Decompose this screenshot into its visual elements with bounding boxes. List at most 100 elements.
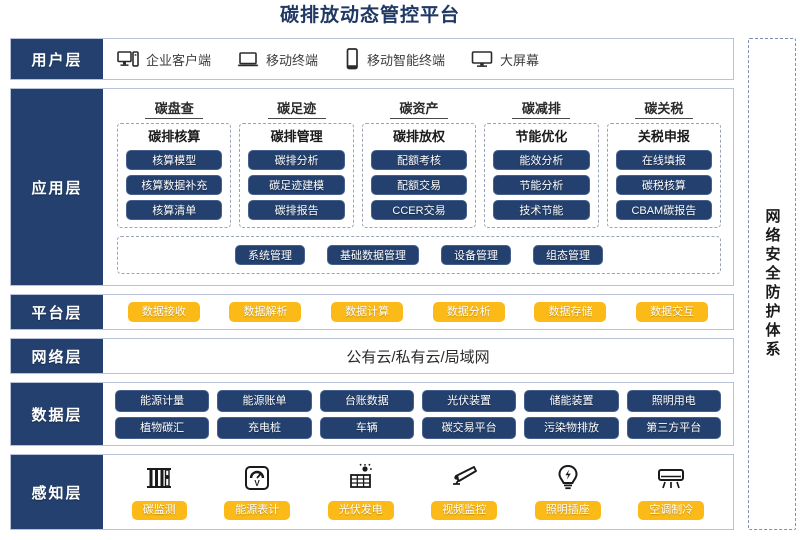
desktop-pc-icon <box>117 50 139 68</box>
user-item-mobile-terminal[interactable]: 移动终端 <box>237 50 318 69</box>
platform-pill-data-interaction[interactable]: 数据交互 <box>636 302 709 322</box>
data-pill-energy-bill[interactable]: 能源账单 <box>217 389 312 412</box>
group-subtitle: 节能优化 <box>515 129 568 144</box>
sensing-items: 碳监测 V 能源表计 <box>103 458 733 526</box>
layer-data: 数据层 能源计量 能源账单 台账数据 光伏装置 储能装置 照明用电 植物碳汇 充… <box>10 382 734 446</box>
data-row: 能源计量 能源账单 台账数据 光伏装置 储能装置 照明用电 <box>115 389 721 412</box>
data-pill-pv-device[interactable]: 光伏装置 <box>421 389 517 412</box>
group-box: 关税申报 在线填报 碳税核算 CBAM碳报告 <box>606 123 722 228</box>
sensing-label: 空调制冷 <box>638 501 705 520</box>
svg-text:V: V <box>255 479 261 488</box>
layer-body-application: 碳盘查 碳排核算 核算模型 核算数据补充 核算清单 碳足迹 碳排管理 碳排分析 <box>103 89 733 285</box>
app-pill[interactable]: 碳排分析 <box>248 150 345 170</box>
app-pill[interactable]: 核算数据补充 <box>126 175 223 195</box>
user-item-label: 大屏幕 <box>500 52 540 68</box>
group-box: 碳排放权 配额考核 配额交易 CCER交易 <box>361 123 477 228</box>
layer-platform: 平台层 数据接收 数据解析 数据计算 数据分析 数据存储 数据交互 <box>10 294 734 330</box>
layer-label-data: 数据层 <box>11 383 103 445</box>
platform-pill-data-storage[interactable]: 数据存储 <box>534 302 607 322</box>
data-row: 植物碳汇 充电桩 车辆 碳交易平台 污染物排放 第三方平台 <box>115 416 721 439</box>
application-content: 碳盘查 碳排核算 核算模型 核算数据补充 核算清单 碳足迹 碳排管理 碳排分析 <box>103 94 733 280</box>
group-title: 碳足迹 <box>267 100 326 119</box>
data-rows: 能源计量 能源账单 台账数据 光伏装置 储能装置 照明用电 植物碳汇 充电桩 车… <box>103 385 733 444</box>
layer-label-platform: 平台层 <box>11 295 103 329</box>
app-pill[interactable]: 碳排报告 <box>248 200 345 220</box>
group-title: 碳关税 <box>634 100 693 119</box>
platform-pill-data-parse[interactable]: 数据解析 <box>229 302 302 322</box>
layer-body-data: 能源计量 能源账单 台账数据 光伏装置 储能装置 照明用电 植物碳汇 充电桩 车… <box>103 383 733 445</box>
sensing-item-pv-generation[interactable]: 光伏发电 <box>327 462 394 520</box>
group-title: 碳盘查 <box>145 100 204 119</box>
data-pill-energy-metering[interactable]: 能源计量 <box>115 389 210 412</box>
common-pill-basic-data-management[interactable]: 基础数据管理 <box>327 245 419 265</box>
sensing-item-lighting-socket[interactable]: 照明插座 <box>534 462 601 520</box>
sensing-label: 碳监测 <box>131 501 187 520</box>
app-pill[interactable]: 节能分析 <box>493 175 590 195</box>
data-pill-third-party-platform[interactable]: 第三方平台 <box>626 416 721 439</box>
sensing-item-air-conditioning[interactable]: 空调制冷 <box>638 462 705 520</box>
layer-label-sensing: 感知层 <box>11 455 103 529</box>
group-box: 节能优化 能效分析 节能分析 技术节能 <box>484 123 599 228</box>
smartphone-icon <box>344 48 360 70</box>
platform-items: 数据接收 数据解析 数据计算 数据分析 数据存储 数据交互 <box>103 302 733 322</box>
platform-pill-data-analysis[interactable]: 数据分析 <box>432 302 505 322</box>
group-title: 碳减排 <box>512 100 571 119</box>
solar-panel-icon <box>346 462 376 494</box>
app-pill[interactable]: 碳足迹建模 <box>248 175 345 195</box>
user-item-smart-mobile-terminal[interactable]: 移动智能终端 <box>344 48 445 70</box>
user-item-enterprise-client[interactable]: 企业客户端 <box>117 50 211 69</box>
app-pill[interactable]: 技术节能 <box>493 200 590 220</box>
user-items: 企业客户端 移动终端 <box>103 48 733 70</box>
sensing-item-carbon-monitor[interactable]: 碳监测 <box>131 462 187 520</box>
data-pill-plant-carbon-sink[interactable]: 植物碳汇 <box>115 416 210 439</box>
application-common-services: 系统管理 基础数据管理 设备管理 组态管理 <box>117 236 721 274</box>
data-pill-carbon-trading-platform[interactable]: 碳交易平台 <box>421 416 517 439</box>
app-pill[interactable]: 碳税核算 <box>615 175 713 195</box>
data-pill-vehicle[interactable]: 车辆 <box>319 416 414 439</box>
layer-user: 用户层 企业客户端 <box>10 38 734 80</box>
sensing-label: 照明插座 <box>534 501 601 520</box>
common-pill-device-management[interactable]: 设备管理 <box>441 245 511 265</box>
data-pill-charging-pile[interactable]: 充电桩 <box>217 416 312 439</box>
layer-body-platform: 数据接收 数据解析 数据计算 数据分析 数据存储 数据交互 <box>103 295 733 329</box>
app-group-carbon-footprint: 碳足迹 碳排管理 碳排分析 碳足迹建模 碳排报告 <box>239 98 354 228</box>
layer-label-application: 应用层 <box>11 89 103 285</box>
large-screen-icon <box>471 50 493 68</box>
layer-application: 应用层 碳盘查 碳排核算 核算模型 核算数据补充 核算清单 碳足迹 <box>10 88 734 286</box>
app-pill[interactable]: 配额考核 <box>370 150 468 170</box>
layer-network: 网络层 公有云/私有云/局域网 <box>10 338 734 374</box>
app-pill[interactable]: 核算清单 <box>126 200 223 220</box>
network-text: 公有云/私有云/局域网 <box>346 348 490 366</box>
app-pill[interactable]: 核算模型 <box>126 150 223 170</box>
data-pill-lighting-power[interactable]: 照明用电 <box>626 389 721 412</box>
platform-pill-data-receive[interactable]: 数据接收 <box>127 302 200 322</box>
data-pill-storage-device[interactable]: 储能装置 <box>524 389 619 412</box>
group-subtitle: 碳排放权 <box>393 129 446 144</box>
user-item-label: 移动终端 <box>266 52 319 68</box>
common-pill-system-management[interactable]: 系统管理 <box>235 245 305 265</box>
sensing-label: 能源表计 <box>224 501 291 520</box>
group-box: 碳排管理 碳排分析 碳足迹建模 碳排报告 <box>239 123 354 228</box>
group-box: 碳排核算 核算模型 核算数据补充 核算清单 <box>117 123 232 228</box>
app-pill[interactable]: CCER交易 <box>370 200 468 220</box>
group-subtitle: 关税申报 <box>637 129 690 144</box>
sensing-item-video-surveillance[interactable]: 视频监控 <box>431 462 498 520</box>
app-pill[interactable]: 配额交易 <box>370 175 468 195</box>
user-item-label: 移动智能终端 <box>367 52 446 68</box>
sensing-item-energy-meter[interactable]: V 能源表计 <box>224 462 291 520</box>
user-item-large-screen[interactable]: 大屏幕 <box>471 50 539 69</box>
security-band-label: 网络安全防护体系 <box>763 208 781 360</box>
light-bulb-icon <box>553 462 583 494</box>
app-pill[interactable]: 能效分析 <box>493 150 590 170</box>
app-group-carbon-reduction: 碳减排 节能优化 能效分析 节能分析 技术节能 <box>484 98 599 228</box>
layer-label-network: 网络层 <box>11 339 103 373</box>
data-pill-ledger-data[interactable]: 台账数据 <box>319 389 414 412</box>
platform-pill-data-compute[interactable]: 数据计算 <box>331 302 404 322</box>
data-pill-pollutant-emission[interactable]: 污染物排放 <box>524 416 619 439</box>
app-pill[interactable]: CBAM碳报告 <box>615 200 713 220</box>
layer-label-user: 用户层 <box>11 39 103 79</box>
app-pill[interactable]: 在线填报 <box>615 150 713 170</box>
common-pill-configuration-management[interactable]: 组态管理 <box>533 245 603 265</box>
security-band: 网络安全防护体系 <box>748 38 796 530</box>
